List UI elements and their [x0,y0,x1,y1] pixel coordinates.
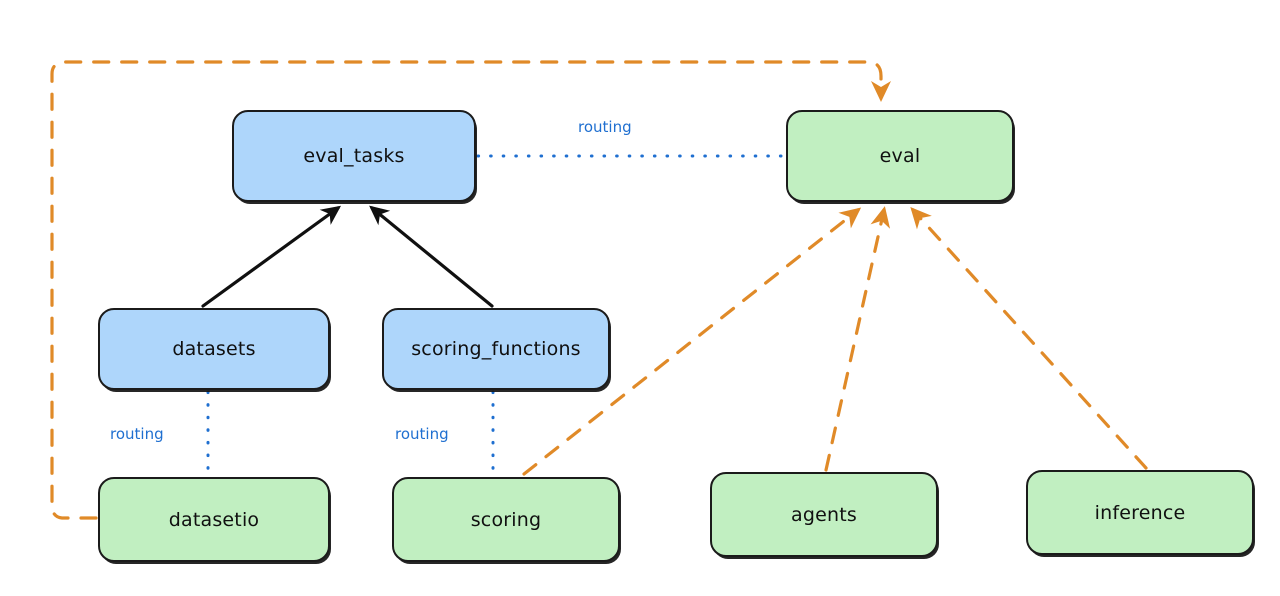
edge-label-routing-scoring: routing [395,425,449,443]
node-label: agents [791,503,857,526]
edge-agents-to-eval [824,206,891,472]
edge-label-routing-eval: routing [578,118,632,136]
node-label: eval [879,145,921,167]
node-label: eval_tasks [303,145,405,167]
edge-inference-to-eval [910,207,1148,470]
node-label: scoring [470,508,542,531]
node-datasets[interactable]: datasets [98,308,330,390]
node-datasetio[interactable]: datasetio [98,477,330,562]
edge-scoring-to-eval [522,207,862,476]
node-label: datasets [172,338,256,360]
node-label: datasetio [168,508,260,531]
node-scoring[interactable]: scoring [392,477,620,562]
node-label: scoring_functions [411,338,581,360]
node-inference[interactable]: inference [1026,470,1254,555]
edge-datasetio-to-eval [50,60,891,520]
node-agents[interactable]: agents [710,472,938,557]
node-eval-tasks[interactable]: eval_tasks [232,110,476,202]
node-eval[interactable]: eval [786,110,1014,202]
node-scoring-functions[interactable]: scoring_functions [382,308,610,390]
node-label: inference [1094,501,1186,524]
edge-scoring-functions-to-eval-tasks [369,205,494,308]
edge-datasets-to-eval-tasks [201,205,342,308]
edge-label-routing-datasets: routing [110,425,164,443]
